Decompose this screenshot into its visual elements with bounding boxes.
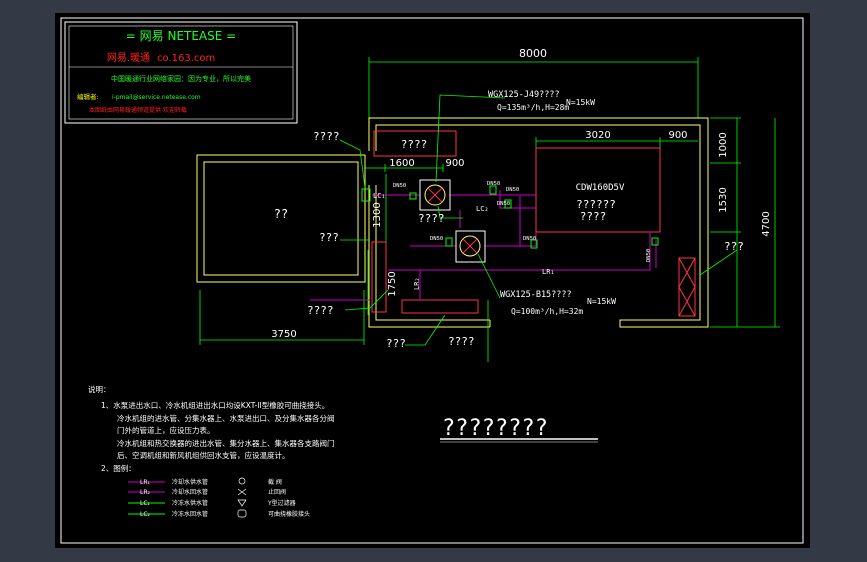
dimension-texts: 8000 3020 900 1000 1530 4700 1600 900 13… xyxy=(271,47,772,340)
dim-1530: 1530 xyxy=(718,187,729,212)
legend-code: LC₂ xyxy=(140,511,151,518)
pump-bottom-power: N=15kW xyxy=(587,297,616,306)
chiller-unit xyxy=(535,147,661,233)
notes-line-6: 2、图例： xyxy=(101,463,136,473)
water-tank xyxy=(373,130,457,157)
dn50-2: DN50 xyxy=(487,181,500,187)
notes-heading: 说明： xyxy=(88,384,111,394)
pump-bottom-label: WGX125-B15???? xyxy=(500,290,572,300)
netease-stamp: = 网易 NETEASE = 网易.暖通 co.163.com 中国暖通行业网络… xyxy=(64,21,298,124)
notes-line-4: 冷水机组和热交换器的进出水管、集分水器上、集水器各支路阀门 xyxy=(117,438,335,448)
legend-filter-icon xyxy=(237,499,247,507)
pipe-lc2: LC₂ xyxy=(476,205,489,213)
notes: 说明： 1、水泵进出水口、冷水机组进出水口均设KXT-II型橡胶可曲挠接头。 冷… xyxy=(88,384,335,473)
notes-line-3: 门外的管道上，应设压力表。 xyxy=(117,425,215,435)
legend-desc: 冷却水回水管 xyxy=(172,488,208,496)
dim-1600: 1600 xyxy=(389,158,414,169)
pipe-lc1: LC₁ xyxy=(373,192,386,200)
legend-sym: Y型过滤器 xyxy=(267,499,296,507)
legend-sym: 可曲挠橡胶接头 xyxy=(268,510,310,518)
legend-sym: 止回阀 xyxy=(268,488,286,496)
legend-row: LC₂ 冷冻水回水管 可曲挠橡胶接头 xyxy=(128,509,310,518)
valves xyxy=(361,185,659,249)
dim-1750: 1750 xyxy=(387,271,398,296)
stamp-editor-value: i-pmail@service.netease.com xyxy=(112,94,201,101)
dn50-6: DN50 xyxy=(523,236,536,242)
dn50-3: DN50 xyxy=(506,187,519,193)
dn50-4: DN50 xyxy=(497,201,510,207)
pump-bottom xyxy=(455,230,486,263)
legend-check-valve-icon xyxy=(237,488,247,496)
pipe-lr1: LR₁ xyxy=(542,268,555,276)
legend-row: LR₂ 冷却水回水管 止回阀 xyxy=(128,488,286,496)
pump-top-flow: Q=135m³/h,H=28m xyxy=(497,103,569,112)
legend-desc: 冷冻水供水管 xyxy=(172,499,208,507)
stamp-slogan: 中国暖通行业网络家园：因为专业，所以完美 xyxy=(111,74,251,83)
legend-sym: 截 阀 xyxy=(268,478,282,486)
pump-top xyxy=(419,179,451,211)
legend-row: LC₁ 冷冻水供水管 Y型过滤器 xyxy=(128,499,296,507)
callout-1: ???? xyxy=(313,130,340,143)
dim-1000: 1000 xyxy=(718,132,729,157)
legend-code: LC₁ xyxy=(140,500,151,507)
chiller-model: CDW160D5V xyxy=(576,183,625,193)
callout-4: ??? xyxy=(724,240,744,253)
dn50-1: DN50 xyxy=(393,183,406,189)
legend-desc: 冷冻水回水管 xyxy=(172,510,208,518)
collector xyxy=(371,241,387,313)
leader-lines xyxy=(339,94,738,362)
dim-1300: 1300 xyxy=(372,202,383,227)
notes-line-2: 冷水机组的进水管、分集水器上、水泵进出口、及分集水器各分阀 xyxy=(117,413,335,423)
stamp-subtitle-cn: 网易.暖通 xyxy=(107,51,150,64)
legend-valve-icon xyxy=(238,477,246,485)
dimension-lines xyxy=(199,57,780,345)
stamp-editor-label: 编辑者: xyxy=(77,92,99,101)
chiller-name: ?????? xyxy=(576,198,616,211)
notes-line-5: 后、空调机组和新风机组供回水支管，应设温度计。 xyxy=(117,450,290,460)
dim-total-width: 8000 xyxy=(519,47,547,60)
pipe-lr2: LR₂ xyxy=(413,277,421,290)
dn50-5: DN50 xyxy=(430,236,443,242)
callout-3: ???? xyxy=(418,212,445,225)
legend-code: LR₂ xyxy=(140,489,151,496)
building-walls xyxy=(196,117,709,328)
legend-joint-icon xyxy=(237,509,247,518)
drawing-title: ???????? xyxy=(442,416,548,441)
callout-5: ???? xyxy=(307,304,334,317)
legend-desc: 冷却水供水管 xyxy=(172,478,208,486)
dim-900-right: 900 xyxy=(668,130,687,141)
drawing-frame xyxy=(60,17,804,544)
dim-3020: 3020 xyxy=(585,130,610,141)
dn50-7: DN50 xyxy=(646,249,652,262)
equipment xyxy=(371,130,696,317)
pump-top-power: N=15kW xyxy=(566,98,595,107)
pump-top-label: WGX125-J49???? xyxy=(488,90,560,100)
pump-bottom-flow: Q=100m³/h,H=32m xyxy=(511,307,583,316)
notes-line-1: 1、水泵进出水口、冷水机组进出水口均设KXT-II型橡胶可曲挠接头。 xyxy=(101,400,329,410)
tank-label: ???? xyxy=(401,138,428,151)
distributor xyxy=(401,299,479,314)
dim-3750: 3750 xyxy=(271,329,296,340)
dim-4700: 4700 xyxy=(761,211,772,236)
diagram-labels: WGX125-J49???? N=15kW Q=135m³/h,H=28m WG… xyxy=(274,90,744,350)
legend-row: LR₁ 冷却水供水管 截 阀 xyxy=(128,477,282,486)
callout-2: ??? xyxy=(319,231,339,244)
callout-7: ??? xyxy=(386,337,406,350)
callout-6: ???? xyxy=(448,335,475,348)
stamp-subtitle-url: co.163.com xyxy=(157,53,215,64)
drawing-canvas xyxy=(55,13,810,548)
dim-900-mid: 900 xyxy=(445,158,464,169)
legend: LR₁ 冷却水供水管 截 阀 LR₂ 冷却水回水管 止回阀 LC₁ 冷冻水供水管… xyxy=(128,477,310,518)
legend-code: LR₁ xyxy=(140,479,151,486)
stamp-title: = 网易 NETEASE = xyxy=(126,29,236,43)
chiller-sub: ???? xyxy=(580,210,607,223)
stamp-footer: 本图纸由网易暖通频道提供 欢迎转载 xyxy=(89,106,187,114)
left-room-label: ?? xyxy=(274,207,288,221)
